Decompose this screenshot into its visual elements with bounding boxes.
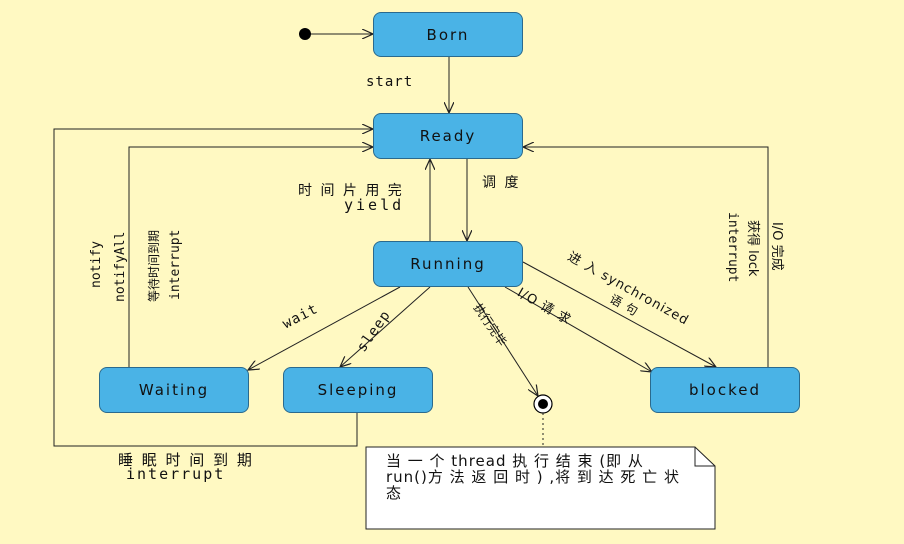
label-wait-time-expired: 等待时间到期 <box>147 229 161 302</box>
state-ready[interactable]: Ready <box>373 113 523 159</box>
running-io-to-blocked-arrow <box>504 286 652 372</box>
label-blocked-interrupt: interrupt <box>725 212 740 283</box>
label-notify-all: notifyAll <box>113 231 128 302</box>
label-acquire-lock: 获得 lock <box>745 220 760 277</box>
label-wait-interrupt: interrupt <box>168 229 183 300</box>
label-yield: yield <box>344 196 405 214</box>
state-sleeping[interactable]: Sleeping <box>283 367 433 413</box>
sleeping-to-ready-arrow <box>53 129 373 447</box>
state-waiting[interactable]: Waiting <box>99 367 249 413</box>
label-schedule: 调 度 <box>482 175 521 191</box>
label-io-done: I/O 完成 <box>769 222 784 271</box>
final-node-inner <box>538 399 548 409</box>
running-sync-to-blocked-arrow <box>522 261 716 367</box>
running-to-final-arrow <box>467 286 538 396</box>
state-running[interactable]: Running <box>373 241 523 287</box>
note-fold <box>694 447 715 467</box>
state-blocked[interactable]: blocked <box>650 367 800 413</box>
note-shape <box>365 446 716 530</box>
label-start: start <box>366 74 414 90</box>
label-sleep-expired: 睡 眠 时 间 到 期 <box>118 451 254 469</box>
label-sleep-interrupt: interrupt <box>126 465 226 483</box>
waiting-to-ready-arrow <box>128 147 373 367</box>
initial-node <box>299 28 311 40</box>
label-timeslice-used: 时 间 片 用 完 <box>298 183 404 199</box>
label-notify: notify <box>89 241 104 288</box>
note-text: 当 一 个 thread 执 行 结 束 (即 从 run()方 法 返 回 时… <box>386 452 680 502</box>
running-to-sleeping-arrow <box>340 286 431 367</box>
blocked-to-ready-arrow <box>523 147 769 367</box>
state-born[interactable]: Born <box>373 12 523 57</box>
termination-note: 当 一 个 thread 执 行 结 束 (即 从 run()方 法 返 回 时… <box>366 447 715 529</box>
running-to-waiting-arrow <box>248 286 401 370</box>
